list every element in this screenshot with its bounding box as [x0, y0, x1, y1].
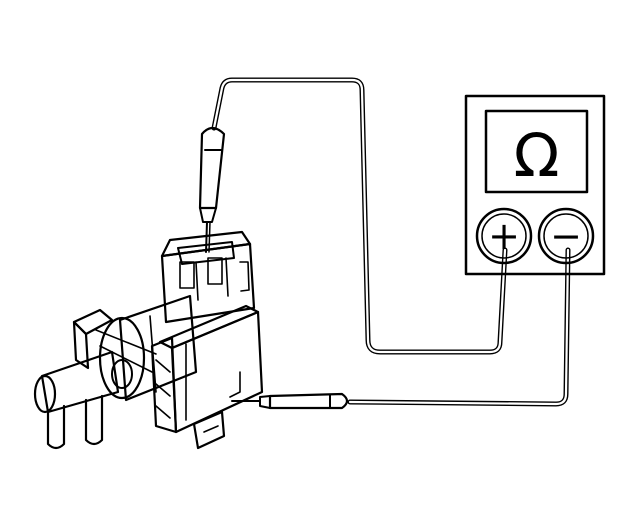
electrical-connector[interactable] [160, 230, 256, 324]
black-lead-wire [347, 247, 571, 407]
lower-test-probe[interactable] [231, 392, 349, 410]
negative-terminal[interactable]: − [537, 207, 595, 265]
ohm-symbol-icon: Ω [514, 121, 560, 191]
vacuum-port-tubes [33, 350, 133, 450]
ohmmeter-display [484, 109, 589, 194]
ohmmeter: Ω + − [464, 94, 606, 276]
valve-side-plate [150, 336, 178, 434]
positive-terminal[interactable]: + [475, 207, 533, 265]
red-lead-wire [211, 77, 508, 355]
mounting-bracket [72, 308, 157, 373]
positive-terminal-icon: + [488, 214, 520, 258]
solenoid-valve [33, 230, 264, 450]
negative-terminal-icon: − [550, 214, 582, 258]
ohmmeter-body [464, 94, 606, 276]
mounting-clip [192, 410, 226, 450]
